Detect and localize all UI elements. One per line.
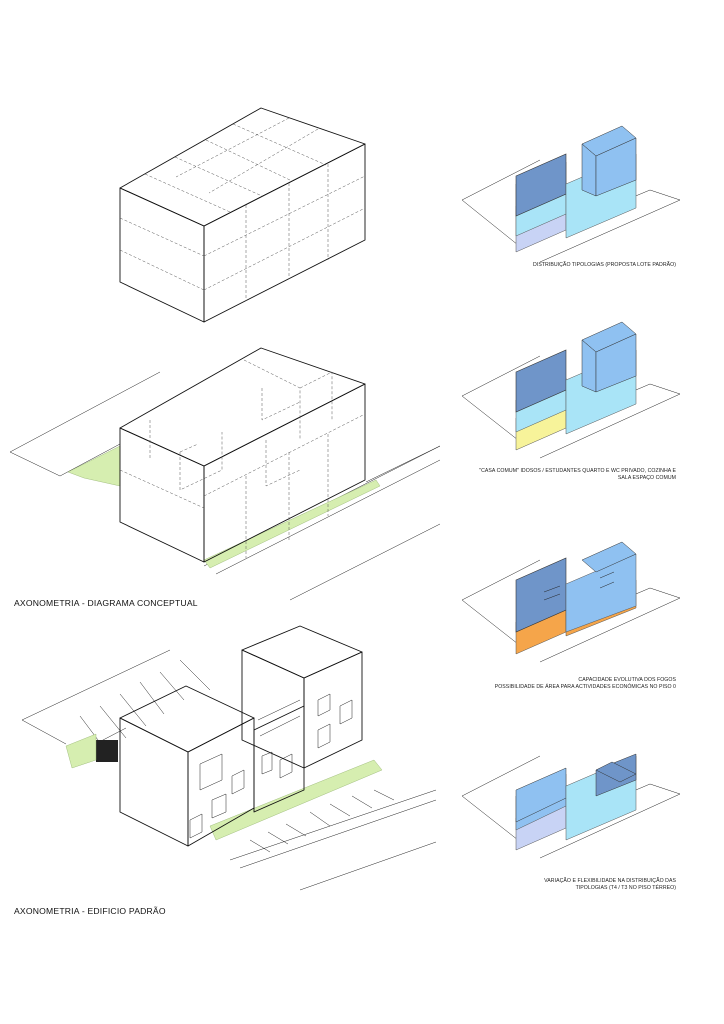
typology-diagram-1 (461, 125, 681, 263)
axonometric-block-voids (9, 347, 441, 601)
green-strip-left (67, 445, 121, 487)
axonometric-block-plain (119, 107, 366, 323)
title-standard-building: AXONOMETRIA - EDIFICIO PADRÃO (14, 906, 166, 916)
title-conceptual-diagram: AXONOMETRIA - DIAGRAMA CONCEPTUAL (14, 598, 198, 608)
typology-diagram-2 (461, 321, 681, 459)
caption-evolutive-capacity: CAPACIDADE EVOLUTIVA DOS FOGOS POSSIBILI… (494, 677, 676, 690)
caption-typology-distribution: DISTRIBUIÇÃO TIPOLOGIAS (PROPOSTA LOTE P… (533, 262, 676, 268)
green-strip-front (203, 479, 381, 569)
axonometric-standard-building (21, 625, 437, 891)
caption-typology-variation: VARIAÇÃO E FLEXIBILIDADE NA DISTRIBUIÇÃO… (544, 878, 676, 891)
typology-diagram-4 (461, 753, 681, 859)
caption-casa-comum: "CASA COMUM" IDOSOS / ESTUDANTES QUARTO … (479, 468, 676, 481)
typology-diagram-3 (461, 541, 681, 663)
